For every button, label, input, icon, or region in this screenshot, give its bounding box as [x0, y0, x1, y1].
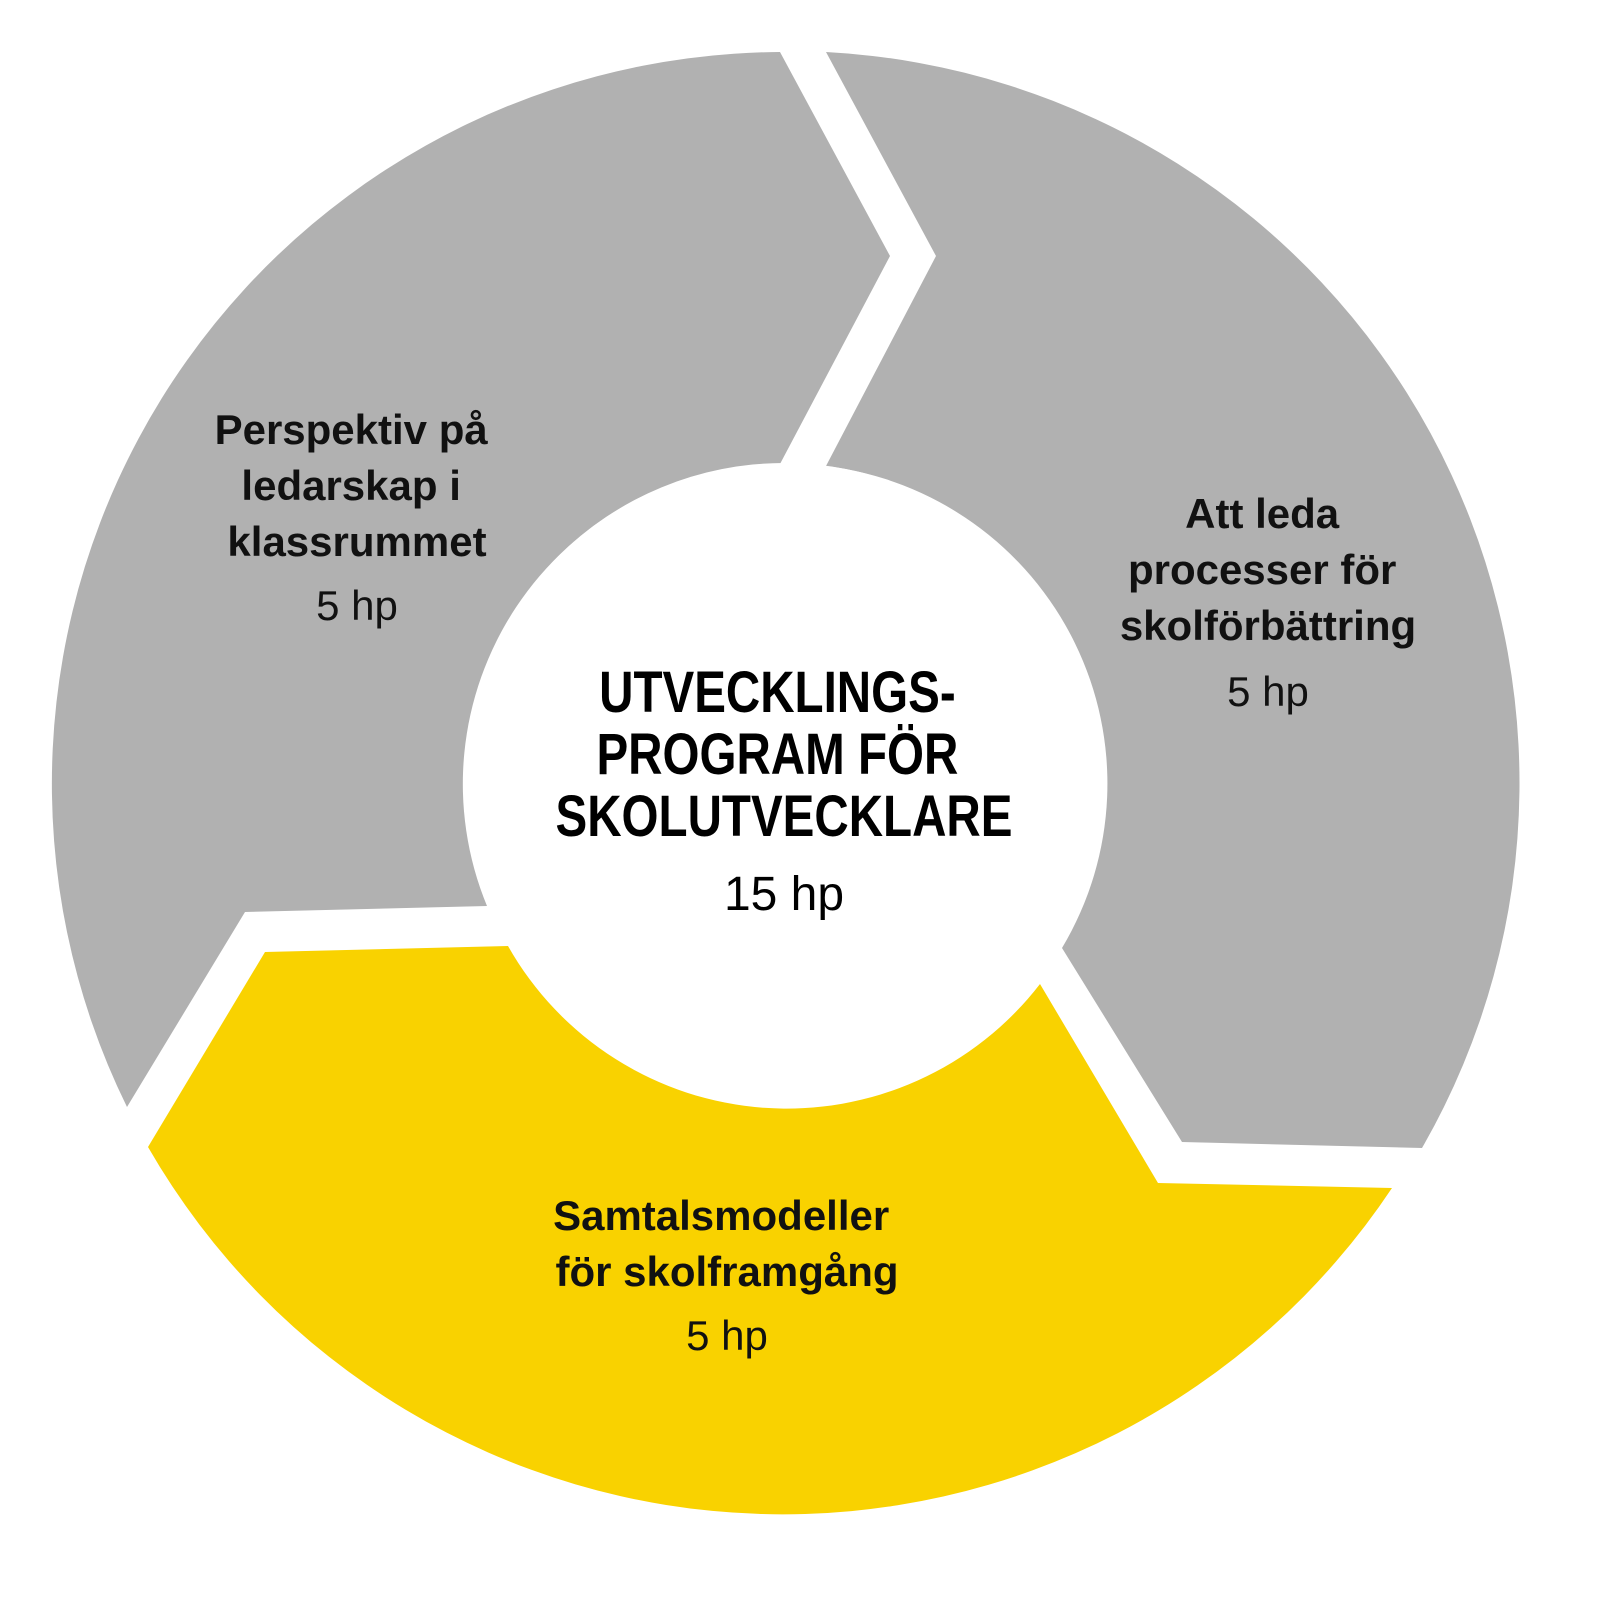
segment-right-label: Att leda processer för skolförbättring 5…	[1120, 490, 1416, 715]
center-title-line: PROGRAM FÖR	[596, 723, 958, 788]
segment-bottom-title-line: för skolframgång	[555, 1248, 898, 1295]
svg-text:Samtalsmodeller för skol: Samtalsmodeller för skolframgång	[553, 1192, 901, 1295]
segment-right-shape[interactable]	[826, 52, 1520, 1148]
center-title-line: UTVECKLINGS-	[599, 661, 956, 726]
segment-right-title-line: Att leda	[1185, 490, 1340, 537]
svg-text:Perspektiv på ledarskap: Perspektiv på ledarskap i klassrummet	[215, 406, 500, 565]
segment-left-title-line: Perspektiv på	[215, 406, 489, 453]
segment-bottom-shape[interactable]	[148, 946, 1392, 1515]
segment-bottom-label: Samtalsmodeller för skolframgång 5 hp	[553, 1192, 901, 1359]
center-credits: 15 hp	[724, 868, 844, 921]
center-circle	[464, 463, 1104, 1103]
segment-left-label: Perspektiv på ledarskap i klassrummet 5 …	[215, 406, 500, 629]
segment-left-credits: 5 hp	[316, 582, 398, 629]
segment-bottom-credits: 5 hp	[686, 1312, 768, 1359]
segment-bottom-title-line: Samtalsmodeller	[553, 1192, 889, 1239]
segment-right-credits: 5 hp	[1227, 668, 1309, 715]
svg-text:UTVECKLINGS- PROGRAM FÖR: UTVECKLINGS- PROGRAM FÖR SKOLUTVECKLARE	[556, 661, 1013, 850]
segment-right-title-line: skolförbättring	[1120, 602, 1416, 649]
center-label: UTVECKLINGS- PROGRAM FÖR SKOLUTVECKLARE …	[556, 661, 1013, 921]
segment-right-title-line: processer för	[1128, 546, 1396, 593]
segment-left-title-line: klassrummet	[227, 518, 486, 565]
segment-left-title-line: ledarskap i	[241, 462, 460, 509]
segment-left-shape[interactable]	[51, 52, 891, 1107]
center-title-line: SKOLUTVECKLARE	[556, 785, 1013, 850]
svg-text:Att leda processer för: Att leda processer för skolförbättring	[1120, 490, 1416, 649]
